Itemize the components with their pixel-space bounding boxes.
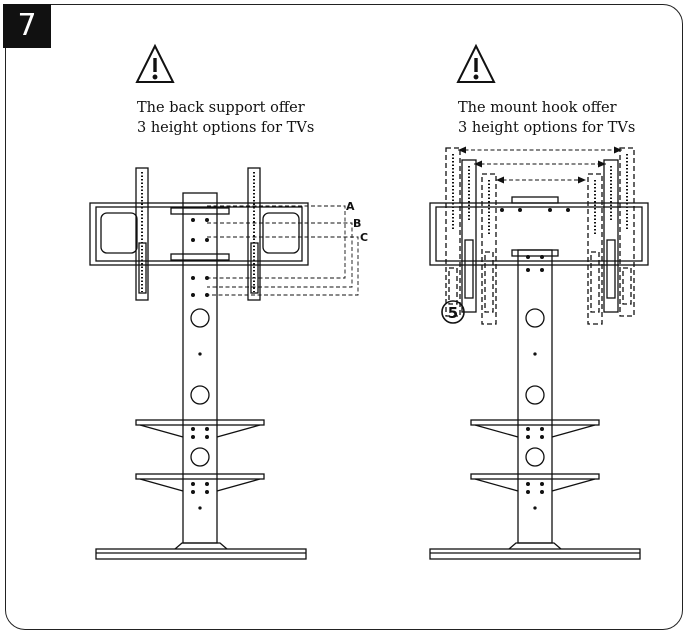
right-stand [429, 146, 649, 560]
height-label-a: A [346, 200, 355, 213]
stand-base [95, 548, 307, 560]
left-caption-line2: 3 height options for TVs [137, 120, 315, 136]
mount-hook-inner-left [481, 173, 497, 325]
mount-hook-middle-left [461, 159, 477, 313]
shelf-lower [470, 473, 600, 494]
instruction-frame [5, 4, 683, 630]
mount-hook-middle-right [603, 159, 619, 313]
mount-hook-inner-right [587, 173, 603, 325]
right-caption: The mount hook offer 3 height options fo… [458, 98, 635, 138]
tv-mount-plate [429, 196, 649, 266]
shelf-upper [470, 419, 600, 439]
right-caption-line2: 3 height options for TVs [458, 120, 636, 136]
stand-base [429, 548, 641, 560]
warning-icon [135, 43, 175, 83]
shelf-lower [135, 473, 265, 494]
stand-column [517, 249, 553, 544]
height-label-c: C [360, 231, 368, 244]
height-guide-lines [207, 205, 359, 296]
mount-arm-left [135, 167, 149, 301]
shelf-upper [135, 419, 265, 439]
mount-arm-right [247, 167, 261, 301]
width-dimension-arrows [458, 149, 622, 181]
left-caption-line1: The back support offer [137, 100, 305, 116]
stand-column [182, 192, 218, 544]
tv-mount-plate [89, 202, 309, 266]
part-number-label: 5 [448, 304, 458, 322]
height-label-b: B [353, 217, 361, 230]
mount-hook-outer-left [445, 147, 461, 317]
part-number-callout: 5 [441, 300, 465, 324]
warning-icon [456, 43, 496, 83]
step-number-badge: 7 [3, 4, 51, 48]
right-caption-line1: The mount hook offer [458, 100, 617, 116]
left-caption: The back support offer 3 height options … [137, 98, 314, 138]
mount-hook-outer-right [619, 147, 635, 317]
left-stand [89, 167, 359, 560]
